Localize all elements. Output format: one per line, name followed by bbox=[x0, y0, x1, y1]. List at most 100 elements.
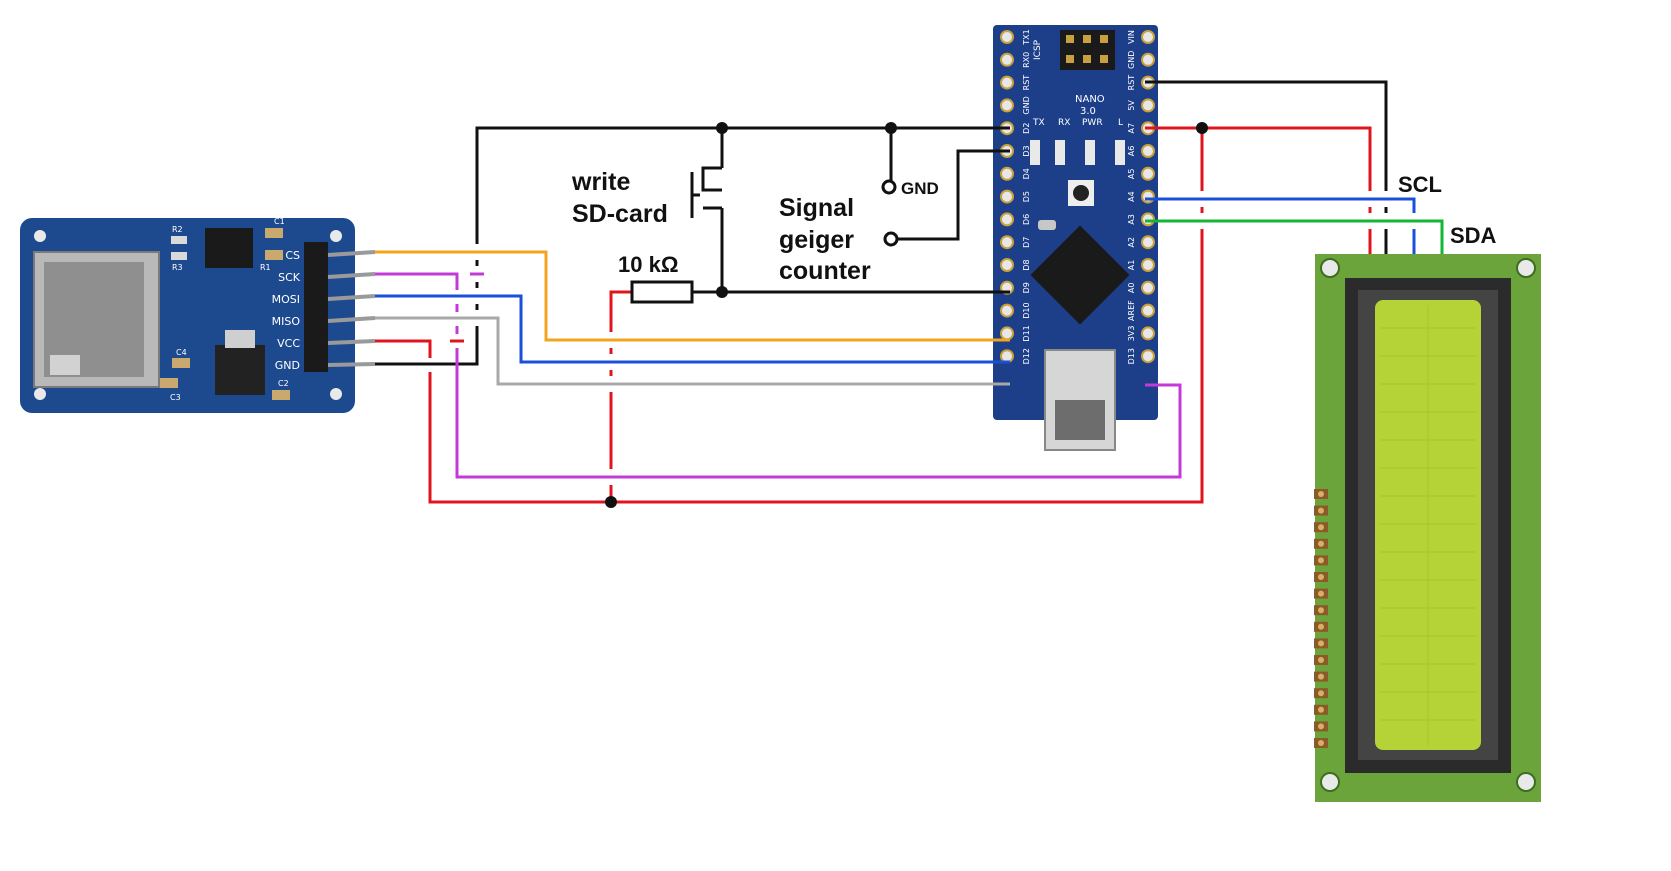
nano-pin-hole bbox=[1000, 349, 1014, 364]
nano-pin-hole bbox=[1000, 189, 1014, 204]
pin-label-mosi: MOSI bbox=[272, 293, 300, 306]
voltage-regulator bbox=[215, 345, 265, 395]
nano-pin-label: RX0 bbox=[1022, 52, 1031, 68]
nano-pin-label: A5 bbox=[1127, 169, 1136, 180]
mounting-hole bbox=[34, 388, 46, 400]
nano-pin-hole bbox=[1141, 144, 1155, 158]
nano-pin-label: D4 bbox=[1022, 168, 1031, 179]
component-label: C4 bbox=[176, 348, 187, 357]
nano-pin-hole bbox=[1141, 212, 1155, 227]
nano-pin-label: A0 bbox=[1127, 283, 1136, 294]
smd-resistor bbox=[171, 252, 187, 260]
nano-pin-hole bbox=[1141, 349, 1155, 364]
scl-label: SCL bbox=[1398, 172, 1442, 197]
nano-pin-label: D8 bbox=[1022, 259, 1031, 270]
reset-button-cap bbox=[1073, 185, 1089, 201]
nano-pin-label: A1 bbox=[1127, 260, 1136, 271]
sck-wire bbox=[375, 272, 1182, 479]
nano-pin-hole bbox=[1141, 189, 1155, 204]
smd-resistor bbox=[171, 236, 187, 244]
lcd-character-grid bbox=[1380, 305, 1476, 745]
signal-label: Signal bbox=[779, 194, 854, 222]
wires bbox=[375, 80, 1444, 504]
pin-label-miso: MISO bbox=[272, 315, 301, 328]
level-shifter-chip bbox=[205, 228, 253, 268]
nano-pin-hole bbox=[1141, 258, 1155, 272]
nano-pin-label: A4 bbox=[1127, 191, 1136, 202]
lcd-pin-pad bbox=[1318, 574, 1324, 580]
lcd-pin-pad bbox=[1318, 706, 1324, 713]
sda-label: SDA bbox=[1450, 223, 1497, 248]
lcd-pin-pad bbox=[1318, 740, 1324, 746]
sda-wire bbox=[1145, 219, 1444, 254]
slot-latch bbox=[50, 355, 80, 375]
nano-pin-label: GND bbox=[1127, 51, 1136, 69]
nano-pin-label: D13 bbox=[1127, 348, 1136, 364]
mounting-hole bbox=[330, 388, 342, 400]
scl-wire bbox=[1145, 197, 1416, 254]
lcd-pin-pad bbox=[1318, 723, 1324, 730]
nano-board bbox=[993, 25, 1158, 420]
nano-pin-hole bbox=[1000, 326, 1014, 341]
nano-pin-label: D7 bbox=[1022, 237, 1031, 248]
nano-pin-hole bbox=[1141, 326, 1155, 341]
write-label: write bbox=[571, 168, 630, 196]
nano-pin-label: D3 bbox=[1022, 145, 1031, 156]
led-label: RX bbox=[1058, 118, 1070, 128]
lcd-pin-pad bbox=[1318, 673, 1324, 680]
nano-pin-label: D5 bbox=[1022, 191, 1031, 202]
nano-pin-holes bbox=[1000, 30, 1155, 364]
lcd-vcc-wire bbox=[1202, 126, 1372, 254]
lcd-pin-pad bbox=[1318, 690, 1324, 697]
nano-pin-label: D6 bbox=[1022, 214, 1031, 225]
sd-card-module: R2 R3 R1 C1 C4 C3 C2 CS SCK MOSI MISO VC… bbox=[20, 217, 376, 413]
cs-wire bbox=[375, 250, 1010, 342]
lcd-pin-pad bbox=[1318, 507, 1324, 514]
sd-pin-header bbox=[304, 242, 328, 372]
lcd-pin-pad bbox=[1318, 623, 1324, 630]
nano-pin-label: A7 bbox=[1127, 123, 1136, 134]
junction-dots bbox=[605, 122, 1208, 508]
mounting-hole bbox=[1320, 258, 1340, 278]
nano-pin-label: D10 bbox=[1022, 302, 1031, 318]
lcd-pin-pad bbox=[1318, 540, 1324, 547]
crystal bbox=[1038, 220, 1056, 230]
nano-pin-label: TX1 bbox=[1022, 29, 1031, 45]
component-label: C1 bbox=[274, 217, 285, 226]
led-label: L bbox=[1118, 118, 1123, 128]
signal-terminal bbox=[883, 231, 899, 247]
miso-wire bbox=[375, 316, 1010, 386]
nano-pin-hole bbox=[1000, 166, 1014, 181]
lcd-pin-pad bbox=[1318, 607, 1324, 614]
nano-pin-label: A3 bbox=[1127, 214, 1136, 225]
counter-label: counter bbox=[779, 257, 871, 285]
resistor-vcc-wire bbox=[609, 290, 632, 502]
nano-pin-hole bbox=[1000, 75, 1014, 90]
component-label: C3 bbox=[170, 393, 181, 402]
nano-pin-label: D9 bbox=[1022, 282, 1031, 293]
nano-pin-hole bbox=[1000, 303, 1014, 318]
nano-pin-label: AREF bbox=[1127, 300, 1136, 321]
resistor-10k bbox=[630, 280, 694, 304]
nano-pin-hole bbox=[1000, 212, 1014, 227]
mounting-hole bbox=[1516, 258, 1536, 278]
vcc-wire bbox=[375, 126, 1204, 504]
pin-label-gnd: GND bbox=[275, 359, 300, 372]
component-label: R3 bbox=[172, 263, 183, 272]
switch-top bbox=[701, 166, 722, 192]
mosi-wire bbox=[375, 294, 1010, 364]
nano-pin-hole bbox=[1000, 235, 1014, 250]
component-label: R2 bbox=[172, 225, 183, 234]
usb-opening bbox=[1055, 400, 1105, 440]
led-row bbox=[1030, 140, 1125, 165]
smd-capacitor bbox=[272, 390, 290, 400]
lcd-header-pins bbox=[1314, 489, 1328, 748]
mounting-hole bbox=[330, 230, 342, 242]
crossing-wires bbox=[423, 197, 1421, 479]
nano-pin-hole bbox=[1000, 52, 1014, 67]
pin-label-cs: CS bbox=[285, 249, 300, 262]
header-pins bbox=[327, 250, 376, 367]
mounting-hole bbox=[1516, 772, 1536, 792]
mounting-hole bbox=[1320, 772, 1340, 792]
